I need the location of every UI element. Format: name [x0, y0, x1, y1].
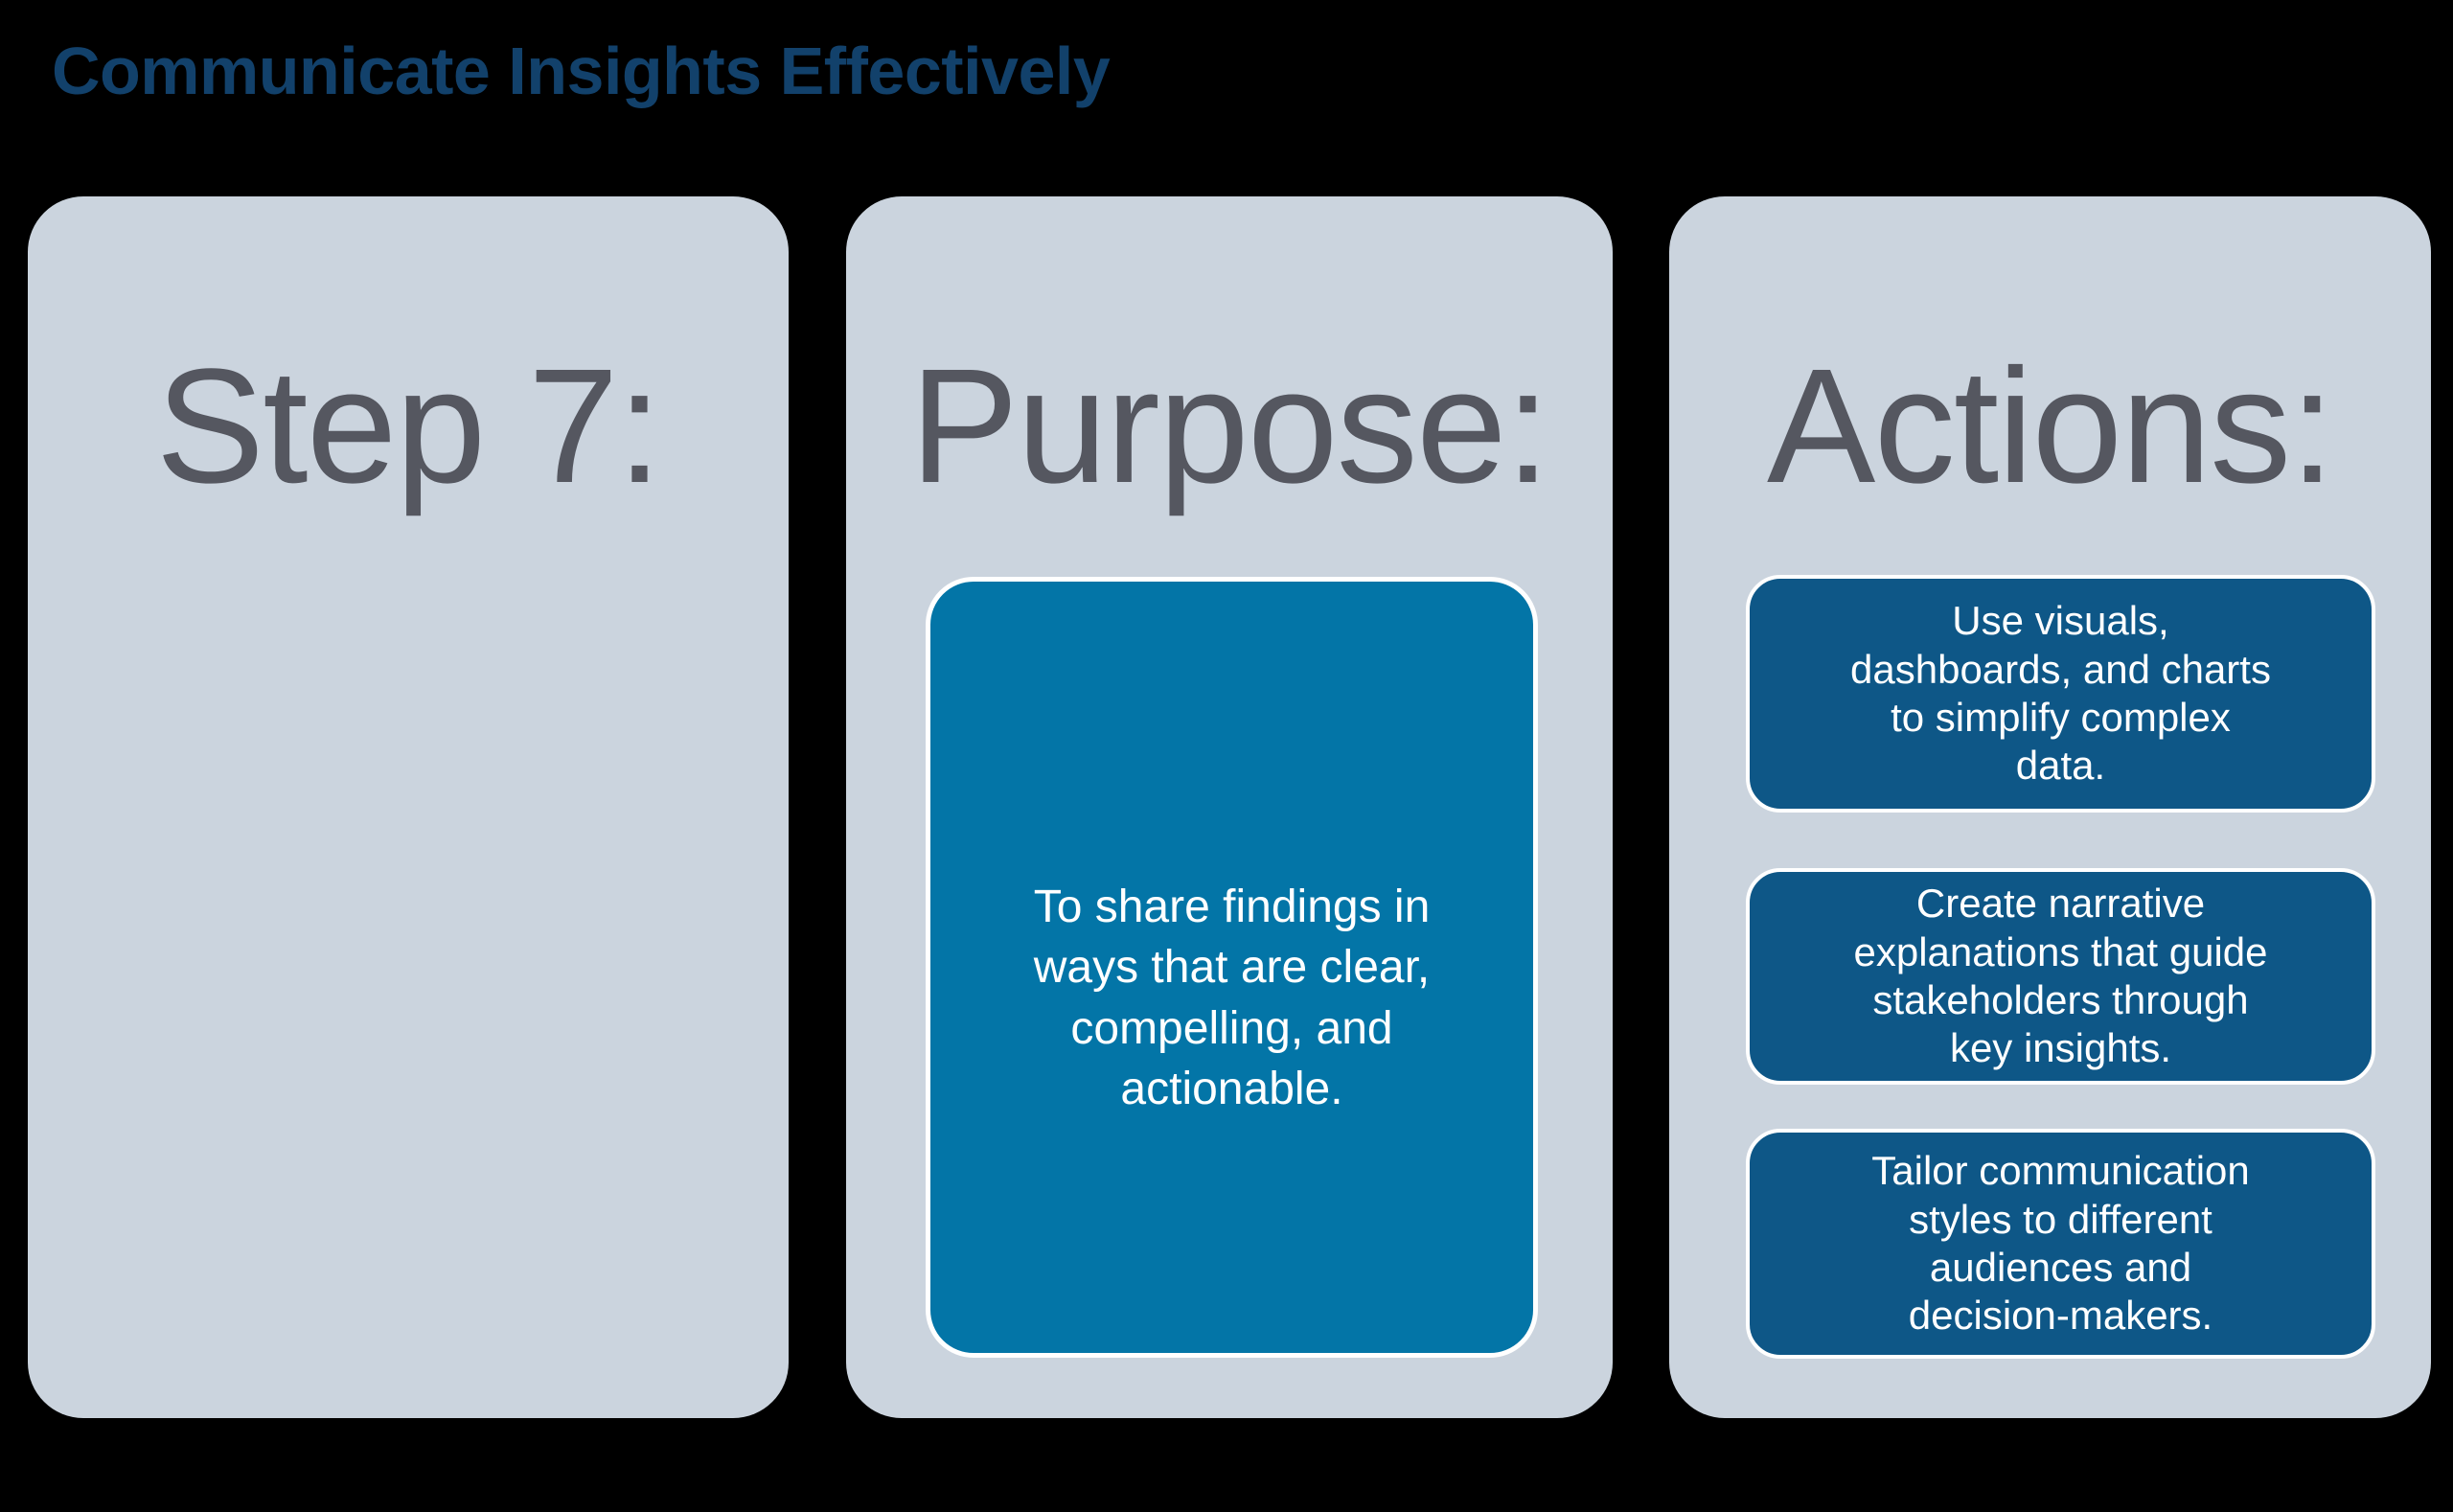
actions-heading: Actions: [1766, 335, 2335, 517]
action-item-2: Create narrative explanations that guide… [1746, 868, 2375, 1085]
purpose-detail-box: To share findings in ways that are clear… [926, 577, 1538, 1358]
action-item-3: Tailor communication styles to different… [1746, 1129, 2375, 1359]
purpose-heading: Purpose: [909, 335, 1551, 517]
action-item-3-text: Tailor communication styles to different… [1871, 1148, 2250, 1339]
action-item-2-text: Create narrative explanations that guide… [1853, 881, 2268, 1071]
step-card: Step 7: [28, 196, 789, 1418]
action-item-1-text: Use visuals, dashboards, and charts to s… [1850, 598, 2271, 789]
slide-title: Communicate Insights Effectively [52, 34, 1111, 108]
step-heading: Step 7: [155, 335, 663, 517]
actions-card: Actions: Use visuals, dashboards, and ch… [1669, 196, 2431, 1418]
purpose-text: To share findings in ways that are clear… [1033, 881, 1431, 1114]
action-item-1: Use visuals, dashboards, and charts to s… [1746, 575, 2375, 813]
purpose-card: Purpose: To share findings in ways that … [846, 196, 1613, 1418]
